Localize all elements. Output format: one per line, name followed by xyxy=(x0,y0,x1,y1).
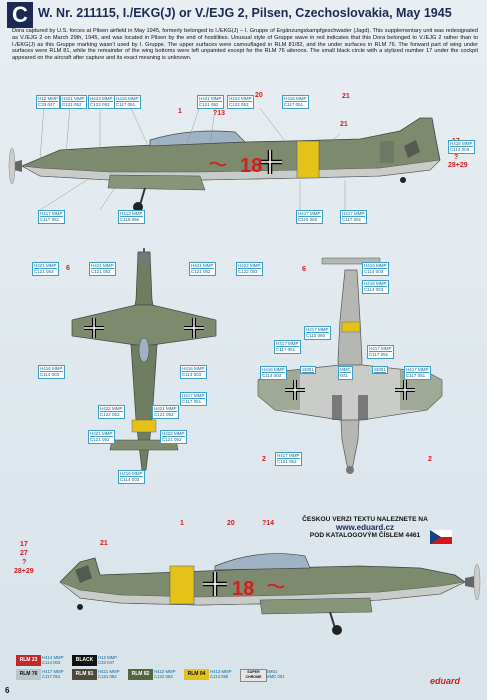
fuselage-number-top: 18 xyxy=(240,155,262,177)
callout-topview-6: 6 xyxy=(66,265,70,272)
page-title: W. Nr. 211115, I./EKG(J) or V./EJG 2, Pi… xyxy=(38,6,452,20)
czech-note-url: www.eduard.cz xyxy=(336,523,394,532)
callout-bottomview-6: 6 xyxy=(302,266,306,273)
profile-top-aircraft: 18 xyxy=(8,117,441,212)
paint-label: SM01 xyxy=(300,366,316,375)
callout-top-q: ? xyxy=(454,154,459,161)
paint-label: SM01 xyxy=(372,366,388,375)
eduard-logo: eduard xyxy=(430,676,461,686)
leader-lines xyxy=(39,105,346,211)
callout-bottom-1: 1 xyxy=(180,520,184,527)
czech-note-line1: ČESKOU VERZI TEXTU NALEZNETE NA xyxy=(302,516,428,523)
callout-bottom-2829: 28+29 xyxy=(14,568,34,575)
callout-bottom-14: ?14 xyxy=(262,520,275,527)
czech-note: ČESKOU VERZI TEXTU NALEZNETE NA www.edua… xyxy=(290,516,440,540)
top-view-aircraft xyxy=(71,248,217,471)
callout-top-13: ?13 xyxy=(213,110,226,117)
czech-note-line2: POD KATALOGOVÝM ČÍSLEM 4461 xyxy=(309,532,421,539)
callout-bottom-21: 21 xyxy=(100,540,108,547)
callout-bottomview-2b: 2 xyxy=(428,456,432,463)
callout-bottomview-2: 2 xyxy=(262,456,266,463)
page-number: 6 xyxy=(5,686,10,695)
callout-top-21: 21 xyxy=(340,121,348,128)
profile-bottom-aircraft: 18 xyxy=(59,553,481,635)
czech-flag-icon xyxy=(430,530,452,544)
intro-text: Dora captured by U.S. forces at Pilsen a… xyxy=(12,28,478,62)
callout-bottom-17: 17 xyxy=(20,541,28,548)
callout-bottom-q: ? xyxy=(22,559,27,566)
callout-top-2829: 28+29 xyxy=(448,162,468,169)
callout-top-1: 1 xyxy=(178,108,182,115)
callout-bottom-20: 20 xyxy=(227,520,235,527)
section-letter: C xyxy=(7,2,33,28)
callout-bottom-27: 27 xyxy=(20,550,28,557)
fuselage-number-bottom: 18 xyxy=(232,578,254,600)
callout-top-20: 20 xyxy=(255,92,263,99)
callout-top-21b: 21 xyxy=(342,93,350,100)
